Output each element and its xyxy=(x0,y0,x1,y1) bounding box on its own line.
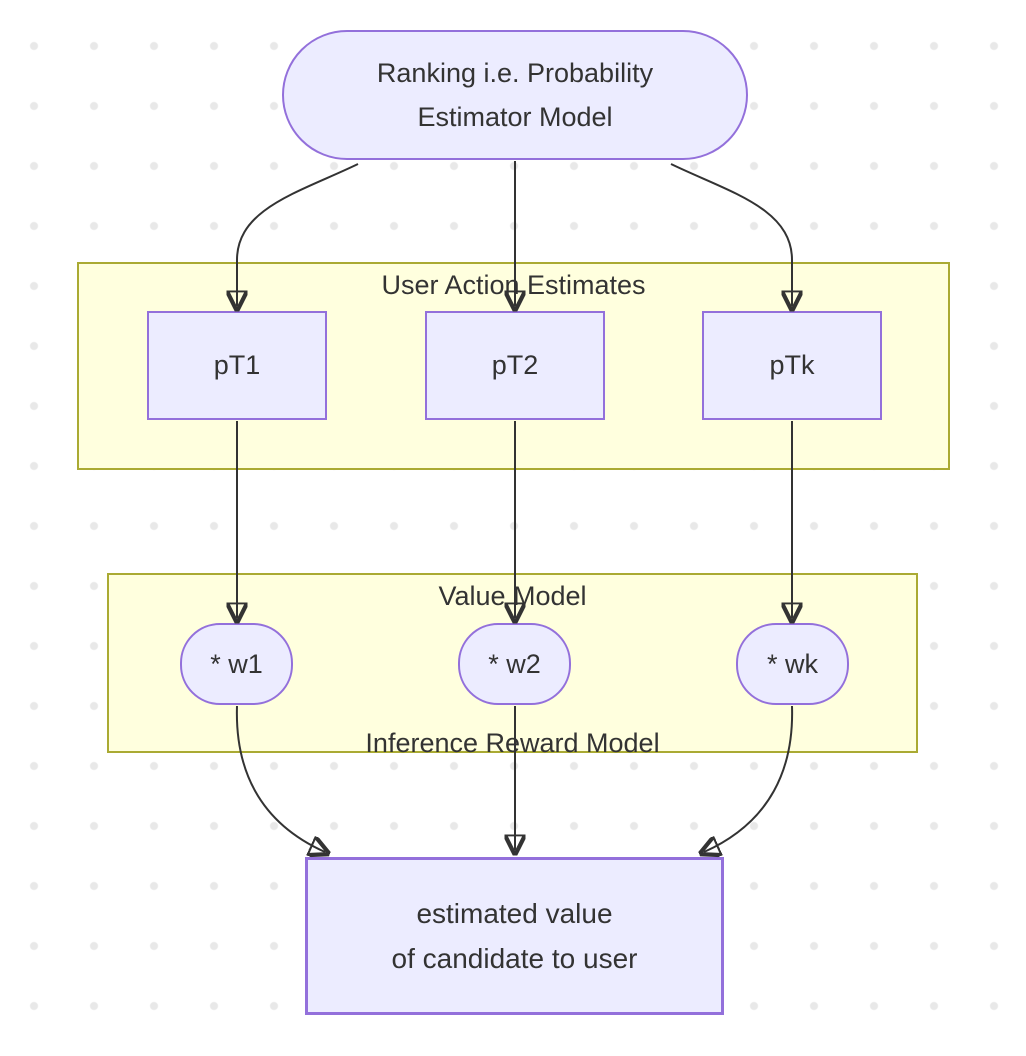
cluster-value-model-top-label: Value Model xyxy=(438,581,587,611)
node-wk-label: * wk xyxy=(766,648,818,679)
node-pt2-label: pT2 xyxy=(491,350,539,380)
cluster-user-action-estimates-label: User Action Estimates xyxy=(381,270,646,300)
node-w1-label: * w1 xyxy=(210,648,263,679)
node-ptk-label: pTk xyxy=(769,350,815,380)
cluster-value-model-bottom-label: Inference Reward Model xyxy=(365,728,660,758)
node-w2-label: * w2 xyxy=(488,648,541,679)
node-output-label-line1: estimated value xyxy=(416,898,613,929)
node-wk: * wk xyxy=(736,623,849,705)
node-ranking-probability-estimator-model: Ranking i.e. Probability Estimator Model xyxy=(282,30,748,160)
node-w2: * w2 xyxy=(458,623,571,705)
node-ranking-label-line1: Ranking i.e. Probability xyxy=(376,58,654,88)
node-estimated-value-output: estimated value of candidate to user xyxy=(305,857,724,1015)
node-w1: * w1 xyxy=(180,623,293,705)
node-output-label-line2: of candidate to user xyxy=(391,943,638,974)
node-ptk: pTk xyxy=(702,311,882,420)
node-pt2: pT2 xyxy=(425,311,605,420)
node-pt1: pT1 xyxy=(147,311,327,420)
node-pt1-label: pT1 xyxy=(213,350,261,380)
node-ranking-label-line2: Estimator Model xyxy=(417,102,613,132)
